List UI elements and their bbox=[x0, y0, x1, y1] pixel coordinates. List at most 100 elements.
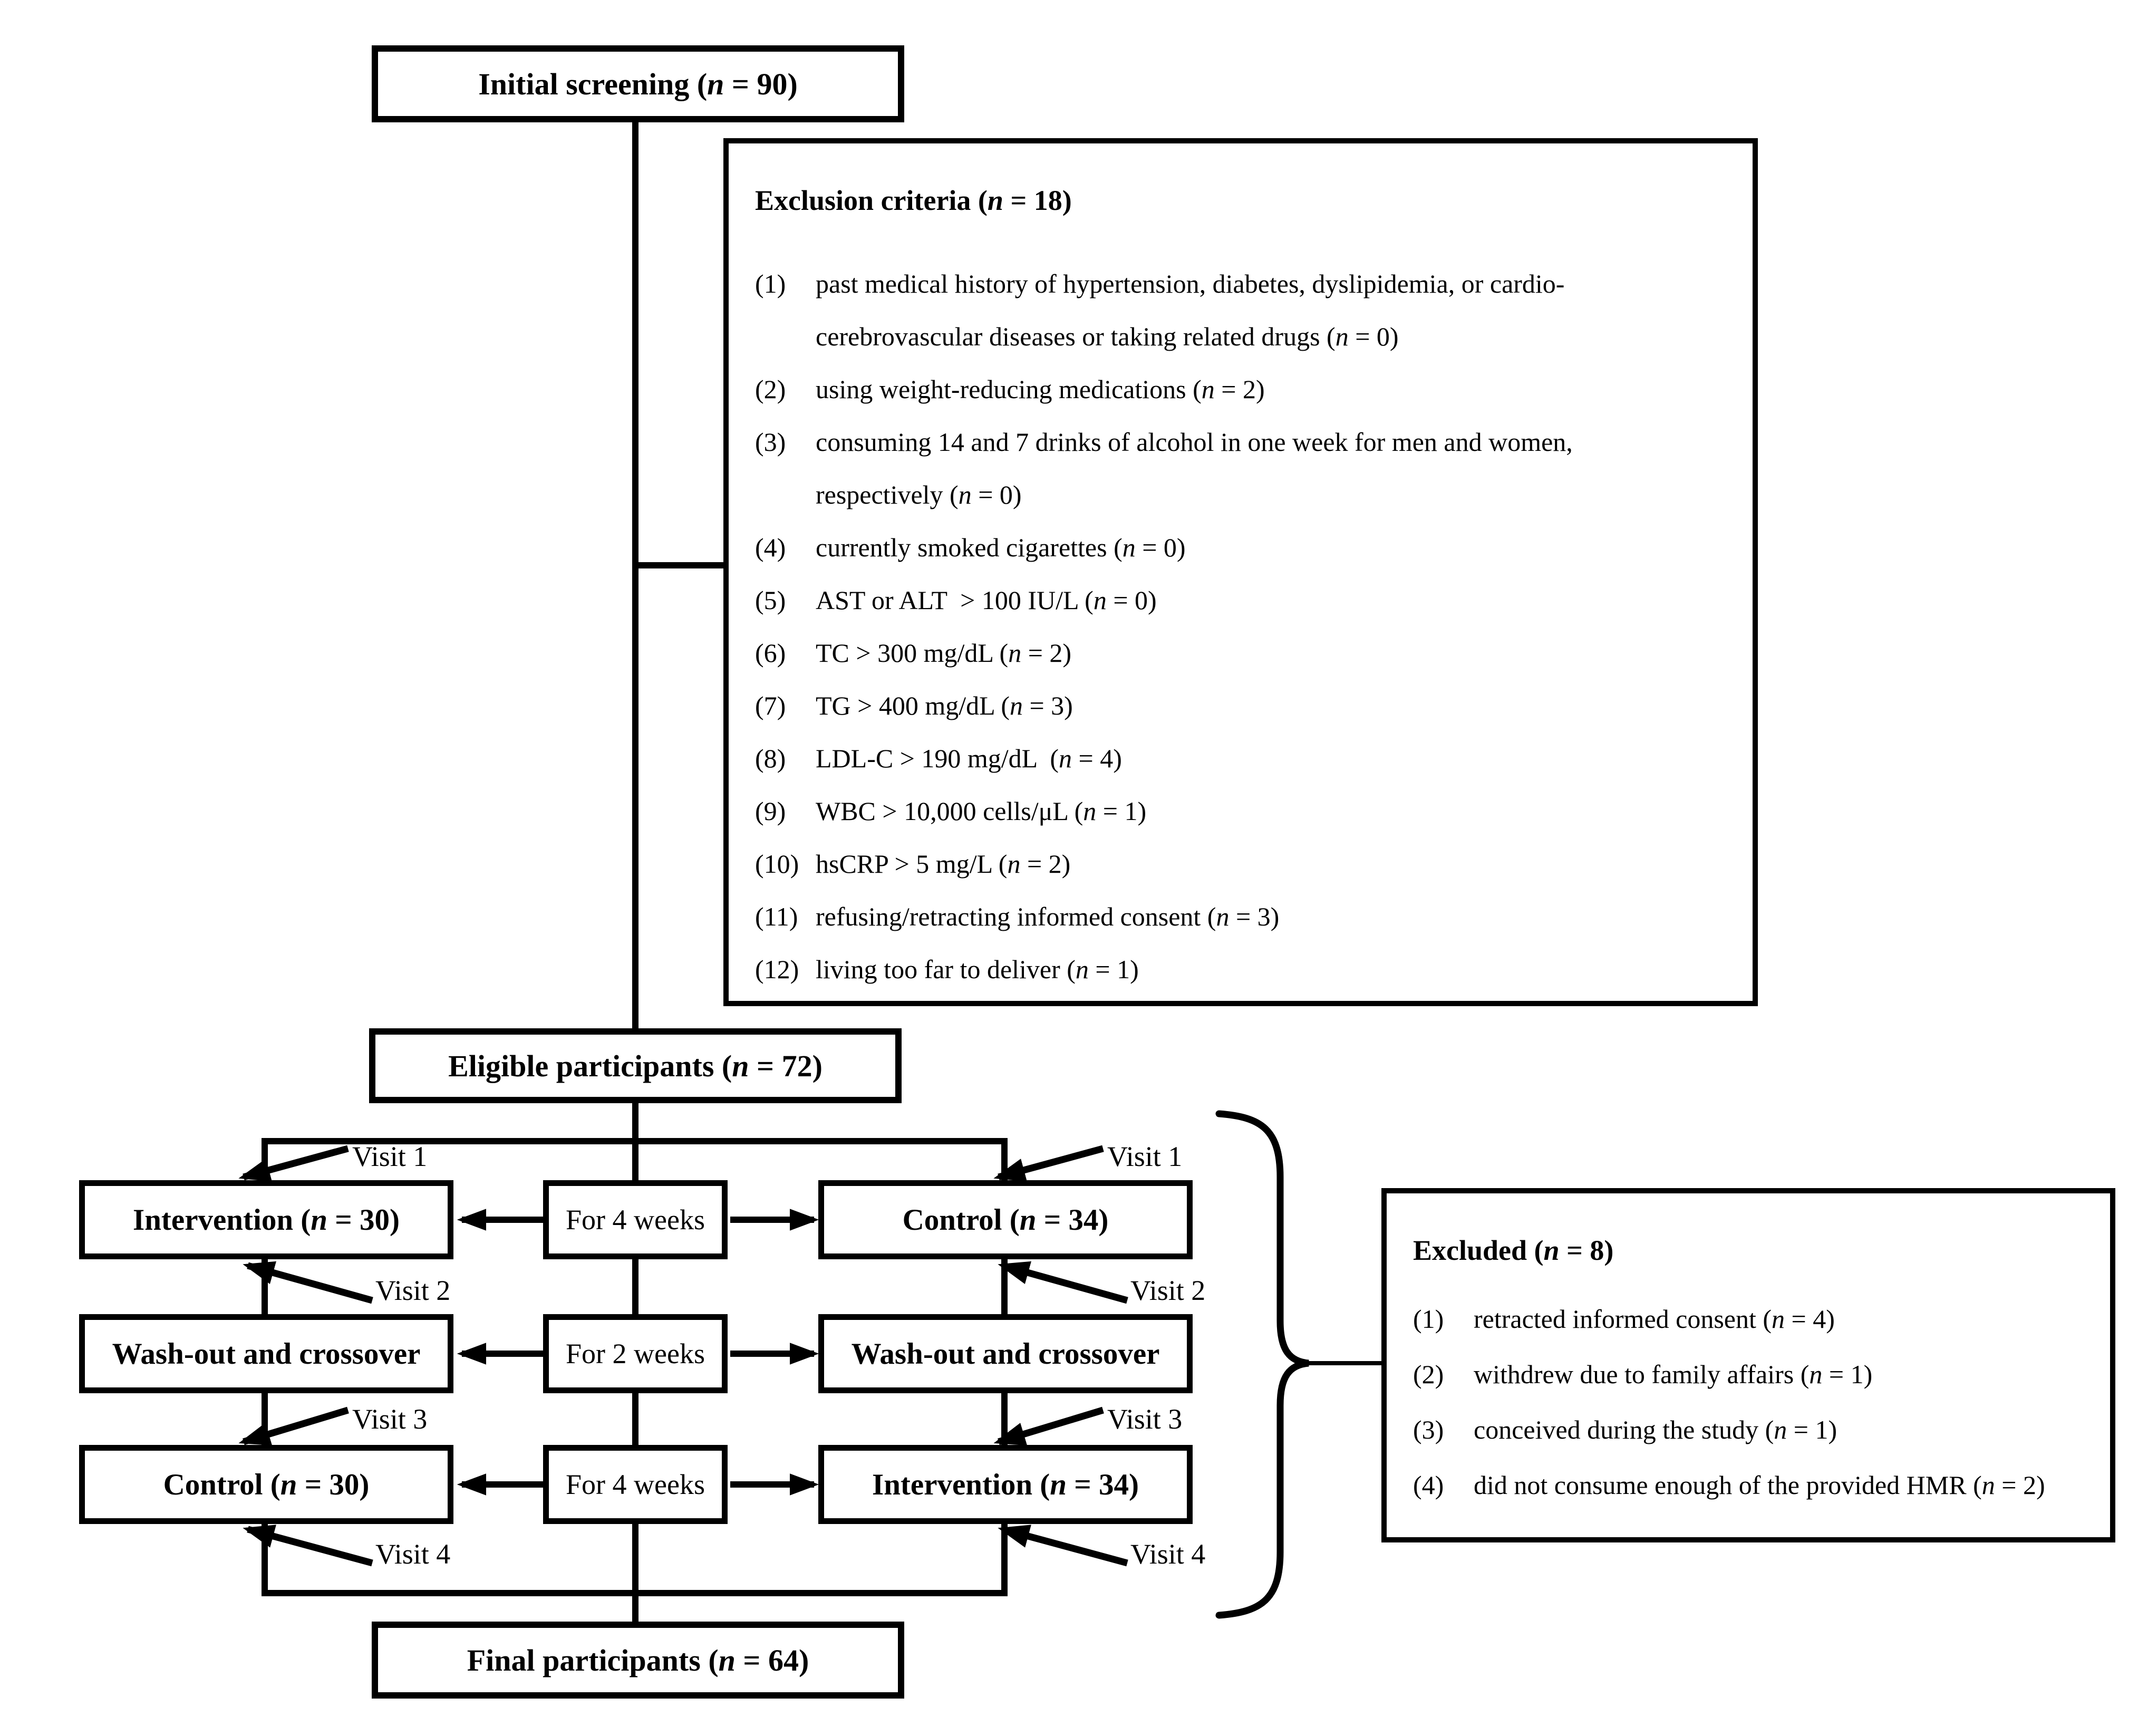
item-number: (3) bbox=[1413, 1415, 1444, 1444]
item-text: did not consume enough of the provided H… bbox=[1474, 1470, 2045, 1500]
arrow-visit1-left bbox=[238, 1145, 349, 1182]
intervention-second-box: Intervention (n = 34) bbox=[818, 1445, 1193, 1524]
arrow-visit3-left bbox=[238, 1406, 349, 1446]
excluded-item-line: (3) conceived during the study (n = 1) bbox=[1413, 1402, 2100, 1458]
item-text: TC > 300 mg/dL (n = 2) bbox=[816, 638, 1072, 668]
arrow-visit4-right bbox=[998, 1525, 1128, 1567]
exclusion-item-line: (11) refusing/retracting informed consen… bbox=[755, 890, 1742, 943]
item-text: past medical history of hypertension, di… bbox=[816, 269, 1565, 298]
item-text: WBC > 10,000 cells/μL (n = 1) bbox=[816, 796, 1147, 826]
item-number: (5) bbox=[755, 585, 786, 615]
item-number: (1) bbox=[1413, 1304, 1444, 1334]
exclusion-item-line: (10) hsCRP > 5 mg/L (n = 2) bbox=[755, 837, 1742, 890]
excluded-title: Excluded (n = 8) bbox=[1413, 1235, 1614, 1266]
intervention-first-box: Intervention (n = 30) bbox=[79, 1180, 453, 1259]
item-number: (11) bbox=[755, 902, 798, 931]
item-text: LDL-C > 190 mg/dL (n = 4) bbox=[816, 744, 1122, 773]
item-number bbox=[755, 310, 816, 363]
exclusion-item-line: (1) past medical history of hypertension… bbox=[755, 257, 1742, 310]
washout-left-box: Wash-out and crossover bbox=[79, 1314, 453, 1393]
exclusion-item-line: (2) using weight-reducing medications (n… bbox=[755, 363, 1742, 416]
exclusion-item-line: (9) WBC > 10,000 cells/μL (n = 1) bbox=[755, 785, 1742, 837]
item-text: respectively (n = 0) bbox=[816, 480, 1022, 509]
item-text: cerebrovascular diseases or taking relat… bbox=[816, 322, 1399, 351]
exclusion-item-line: (8) LDL-C > 190 mg/dL (n = 4) bbox=[755, 732, 1742, 785]
excluded-content: Excluded (n = 8) (1) retracted informed … bbox=[1387, 1193, 2110, 1513]
item-number: (8) bbox=[755, 744, 786, 773]
visit2-right-label: Visit 2 bbox=[1130, 1275, 1206, 1306]
visit1-left-label: Visit 1 bbox=[352, 1141, 428, 1172]
washout-duration-box: For 2 weeks bbox=[543, 1314, 728, 1393]
excluded-box: Excluded (n = 8) (1) retracted informed … bbox=[1381, 1188, 2115, 1542]
item-number bbox=[755, 468, 816, 521]
item-text: using weight-reducing medications (n = 2… bbox=[816, 374, 1265, 404]
exclusion-criteria-box: Exclusion criteria (n = 18) (1) past med… bbox=[723, 138, 1758, 1006]
item-number: (2) bbox=[1413, 1359, 1444, 1389]
intervention-second-label: Intervention (n = 34) bbox=[872, 1468, 1139, 1501]
eligible-participants-label: Eligible participants (n = 72) bbox=[448, 1048, 823, 1083]
intervention-first-label: Intervention (n = 30) bbox=[133, 1203, 400, 1237]
initial-screening-box: Initial screening (n = 90) bbox=[372, 45, 904, 122]
item-text: refusing/retracting informed consent (n … bbox=[816, 902, 1280, 931]
item-text: TG > 400 mg/dL (n = 3) bbox=[816, 691, 1073, 720]
period2-duration-label: For 4 weeks bbox=[566, 1469, 705, 1500]
initial-screening-label: Initial screening (n = 90) bbox=[478, 66, 798, 101]
control-second-box: Control (n = 30) bbox=[79, 1445, 453, 1524]
final-participants-box: Final participants (n = 64) bbox=[372, 1622, 904, 1699]
visit3-left-label: Visit 3 bbox=[352, 1403, 428, 1435]
item-text: living too far to deliver (n = 1) bbox=[816, 954, 1139, 984]
item-text: AST or ALT > 100 IU/L (n = 0) bbox=[816, 585, 1157, 615]
excluded-item-line: (2) withdrew due to family affairs (n = … bbox=[1413, 1347, 2100, 1402]
washout-right-box: Wash-out and crossover bbox=[818, 1314, 1193, 1393]
exclusion-item-line: cerebrovascular diseases or taking relat… bbox=[755, 310, 1742, 363]
arrow-visit4-left bbox=[243, 1525, 373, 1567]
exclusion-criteria-title: Exclusion criteria (n = 18) bbox=[755, 185, 1072, 216]
item-number: (4) bbox=[1413, 1470, 1444, 1500]
item-text: currently smoked cigarettes (n = 0) bbox=[816, 533, 1186, 562]
eligible-participants-box: Eligible participants (n = 72) bbox=[369, 1028, 902, 1103]
item-text: withdrew due to family affairs (n = 1) bbox=[1474, 1359, 1873, 1389]
washout-left-label: Wash-out and crossover bbox=[112, 1337, 421, 1371]
control-first-label: Control (n = 34) bbox=[902, 1203, 1109, 1237]
excluded-list: (1) retracted informed consent (n = 4) (… bbox=[1413, 1291, 2100, 1513]
visit3-right-label: Visit 3 bbox=[1107, 1403, 1183, 1435]
exclusion-item-line: respectively (n = 0) bbox=[755, 468, 1742, 521]
exclusion-item-line: (6) TC > 300 mg/dL (n = 2) bbox=[755, 626, 1742, 679]
exclusion-criteria-content: Exclusion criteria (n = 18) (1) past med… bbox=[729, 143, 1753, 996]
period1-duration-box: For 4 weeks bbox=[543, 1180, 728, 1259]
period2-duration-box: For 4 weeks bbox=[543, 1445, 728, 1524]
item-number: (3) bbox=[755, 427, 786, 457]
control-second-label: Control (n = 30) bbox=[163, 1468, 370, 1501]
item-number: (10) bbox=[755, 849, 799, 879]
item-text: conceived during the study (n = 1) bbox=[1474, 1415, 1837, 1444]
control-first-box: Control (n = 34) bbox=[818, 1180, 1193, 1259]
arrow-visit3-right bbox=[993, 1406, 1104, 1446]
item-text: consuming 14 and 7 drinks of alcohol in … bbox=[816, 427, 1573, 457]
exclusion-item-line: (3) consuming 14 and 7 drinks of alcohol… bbox=[755, 416, 1742, 468]
curly-brace bbox=[1215, 1110, 1309, 1619]
period1-duration-label: For 4 weeks bbox=[566, 1204, 705, 1236]
item-number: (4) bbox=[755, 533, 786, 562]
visit1-right-label: Visit 1 bbox=[1107, 1141, 1183, 1172]
arrow-visit2-left bbox=[243, 1261, 373, 1304]
item-number: (6) bbox=[755, 638, 786, 668]
exclusion-criteria-list: (1) past medical history of hypertension… bbox=[755, 257, 1742, 996]
item-number: (2) bbox=[755, 374, 786, 404]
arrow-visit1-right bbox=[993, 1145, 1104, 1182]
exclusion-item-line: (5) AST or ALT > 100 IU/L (n = 0) bbox=[755, 574, 1742, 626]
exclusion-item-line: (7) TG > 400 mg/dL (n = 3) bbox=[755, 679, 1742, 732]
final-participants-label: Final participants (n = 64) bbox=[467, 1643, 809, 1677]
visit4-left-label: Visit 4 bbox=[375, 1538, 451, 1570]
exclusion-item-line: (4) currently smoked cigarettes (n = 0) bbox=[755, 521, 1742, 574]
washout-duration-label: For 2 weeks bbox=[566, 1338, 705, 1369]
arrow-visit2-right bbox=[998, 1261, 1128, 1304]
exclusion-item-line: (12) living too far to deliver (n = 1) bbox=[755, 943, 1742, 996]
item-text: hsCRP > 5 mg/L (n = 2) bbox=[816, 849, 1071, 879]
washout-right-label: Wash-out and crossover bbox=[851, 1337, 1160, 1371]
item-number: (1) bbox=[755, 269, 786, 298]
item-number: (9) bbox=[755, 796, 786, 826]
item-text: retracted informed consent (n = 4) bbox=[1474, 1304, 1835, 1334]
excluded-item-line: (4) did not consume enough of the provid… bbox=[1413, 1458, 2100, 1513]
item-number: (7) bbox=[755, 691, 786, 720]
